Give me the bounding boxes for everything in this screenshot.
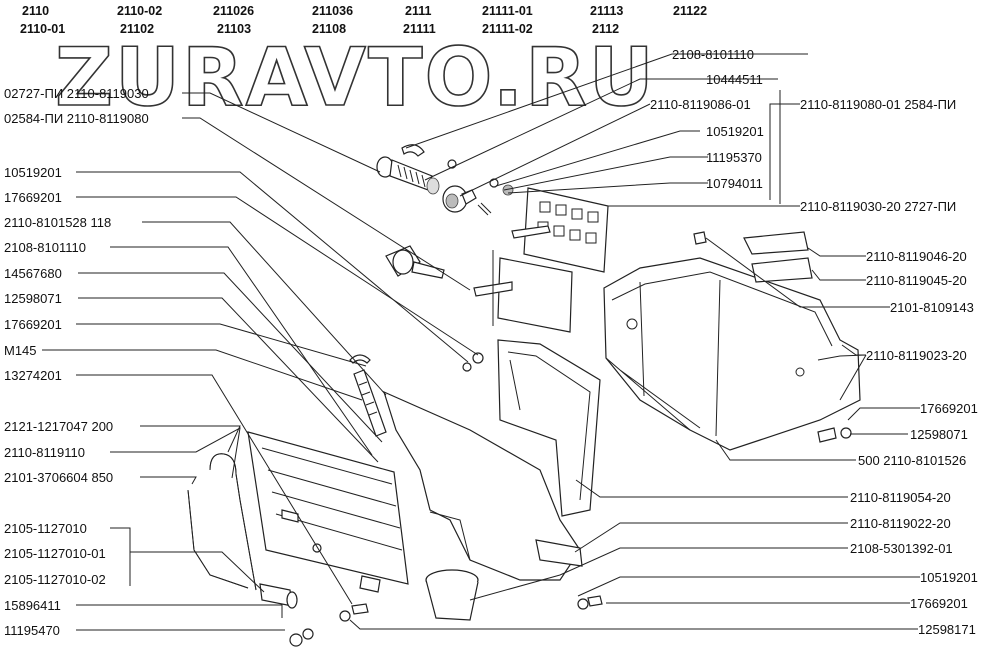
model-label: 2110-02 (117, 4, 162, 18)
duct-frame (497, 339, 601, 517)
part-number-label: 2105-1127010-01 (4, 546, 106, 561)
model-label: 2112 (592, 22, 619, 36)
part-number-label: 2110-8119023-20 (866, 348, 967, 363)
model-label: 21111-02 (482, 22, 533, 36)
model-label: 2110 (22, 4, 49, 18)
part-number-label: 2110-8119110 (4, 445, 85, 460)
air-duct (383, 390, 583, 621)
model-label: 21103 (217, 22, 251, 36)
part-number-label: 12598071 (4, 291, 62, 306)
part-number-label: 17669201 (4, 190, 62, 205)
part-number-label: 2101-3706604 850 (4, 470, 113, 485)
actuator (385, 245, 445, 279)
part-drawings (187, 144, 861, 647)
part-number-label: 13274201 (4, 368, 62, 383)
right-labels: 2108-8101110 10444511 2110-8119086-01 21… (650, 47, 978, 637)
part-number-label: 17669201 (910, 596, 968, 611)
part-number-label: 2105-1127010-02 (4, 572, 106, 587)
part-number-label: 2110-8119030-20 2727-ПИ (800, 199, 956, 214)
model-label: 2110-01 (20, 22, 65, 36)
part-number-label: 10519201 (706, 124, 764, 139)
part-number-label: 2110-8119054-20 (850, 490, 951, 505)
part-number-label: 2110-8119022-20 (850, 516, 951, 531)
part-number-label: 2108-5301392-01 (850, 541, 953, 556)
model-label: 21111 (403, 22, 436, 36)
hoses (187, 453, 603, 647)
radiator (247, 431, 409, 593)
part-number-label: 02727-ПИ 2110-8119030 (4, 86, 149, 101)
part-number-label: 12598171 (918, 622, 976, 637)
part-number-label: 2110-8101528 118 (4, 215, 111, 230)
part-number-label: 02584-ПИ 2110-8119080 (4, 111, 149, 126)
model-label: 21122 (673, 4, 707, 18)
part-number-label: 2121-1217047 200 (4, 419, 113, 434)
part-number-label: 11195370 (706, 150, 762, 165)
heater-housing (603, 231, 861, 451)
valve-assembly (376, 144, 514, 216)
watermark: ZURAVTO.RU (55, 31, 656, 124)
part-number-label: 15896411 (4, 598, 61, 613)
part-number-label: М145 (4, 343, 37, 358)
model-label: 21111-01 (482, 4, 533, 18)
model-label: 21108 (312, 22, 346, 36)
part-number-label: 17669201 (920, 401, 978, 416)
left-labels: 02727-ПИ 2110-8119030 02584-ПИ 2110-8119… (4, 86, 149, 638)
part-number-label: 2101-8109143 (890, 300, 974, 315)
part-number-label: 10519201 (4, 165, 62, 180)
model-label: 21102 (120, 22, 154, 36)
part-number-label: 2110-8119080-01 2584-ПИ (800, 97, 956, 112)
part-number-label: 10444511 (706, 72, 763, 87)
leader-lines (42, 53, 920, 631)
part-number-label: 2108-8101110 (672, 47, 754, 62)
part-number-label: 10519201 (920, 570, 978, 585)
part-number-label: 2110-8119086-01 (650, 97, 751, 112)
header-models: 2110 2110-02 211026 211036 2111 21111-01… (20, 4, 707, 36)
part-number-label: 17669201 (4, 317, 62, 332)
model-label: 2111 (405, 4, 431, 18)
flap-plate (511, 187, 609, 273)
part-number-label: 500 2110-8101526 (858, 453, 966, 468)
part-number-label: 12598071 (910, 427, 968, 442)
model-label: 21113 (590, 4, 623, 18)
clip-rod (349, 352, 484, 437)
part-number-label: 10794011 (706, 176, 763, 191)
damper-flap (473, 250, 573, 333)
part-number-label: 11195470 (4, 623, 60, 638)
part-number-label: 14567680 (4, 266, 62, 281)
part-number-label: 2108-8101110 (4, 240, 86, 255)
part-number-label: 2105-1127010 (4, 521, 87, 536)
model-label: 211026 (213, 4, 254, 18)
part-number-label: 2110-8119046-20 (866, 249, 967, 264)
model-label: 211036 (312, 4, 353, 18)
part-number-label: 2110-8119045-20 (866, 273, 967, 288)
